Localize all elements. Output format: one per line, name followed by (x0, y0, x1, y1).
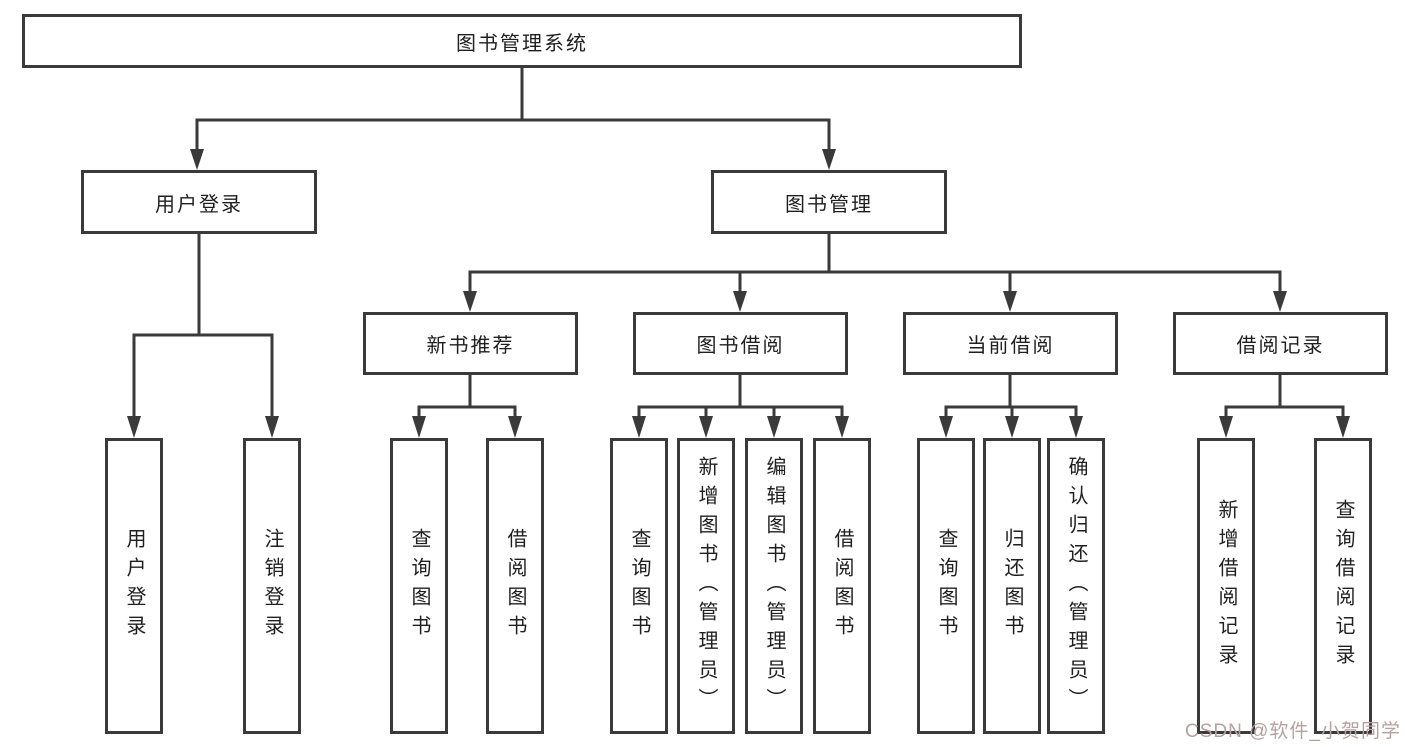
leaf-logout: 注销登录 (243, 438, 301, 734)
leaf-label: 查询图书 (935, 528, 957, 644)
node-label: 图书管理 (785, 193, 873, 216)
leaf-label: 编辑图书（管理员） (763, 455, 785, 717)
node-borrowing-records: 借阅记录 (1173, 312, 1388, 375)
node-new-book-recommendation: 新书推荐 (363, 312, 578, 375)
node-label: 当前借阅 (966, 335, 1055, 357)
leaf-borrow-books: 借阅图书 (813, 438, 871, 734)
node-label: 用户登录 (155, 193, 243, 216)
leaf-query-books-borrowing: 查询图书 (610, 438, 668, 734)
leaf-query-borrow-record: 查询借阅记录 (1314, 438, 1372, 734)
leaf-edit-book-admin: 编辑图书（管理员） (745, 438, 803, 734)
leaf-add-borrow-record: 新增借阅记录 (1197, 438, 1255, 734)
leaf-label: 新增图书（管理员） (695, 455, 717, 717)
node-label: 图书管理系统 (456, 32, 588, 55)
node-label: 借阅记录 (1236, 335, 1325, 357)
leaf-add-book-admin: 新增图书（管理员） (677, 438, 735, 734)
leaf-label: 新增借阅记录 (1215, 499, 1237, 673)
leaf-query-books-current: 查询图书 (917, 438, 975, 734)
node-book-borrowing: 图书借阅 (633, 312, 848, 375)
leaf-label: 归还图书 (1001, 528, 1023, 644)
node-user-login: 用户登录 (81, 170, 317, 234)
leaf-borrow-books-recommend: 借阅图书 (486, 438, 544, 734)
leaf-label: 借阅图书 (504, 528, 526, 644)
node-label: 图书借阅 (696, 335, 785, 357)
node-book-management: 图书管理 (711, 170, 947, 234)
leaf-user-login: 用户登录 (105, 438, 163, 734)
leaf-label: 用户登录 (123, 528, 145, 644)
leaf-label: 查询图书 (628, 528, 650, 644)
node-current-borrowing: 当前借阅 (903, 312, 1118, 375)
leaf-return-book: 归还图书 (983, 438, 1041, 734)
leaf-label: 查询借阅记录 (1332, 499, 1354, 673)
leaf-label: 确认归还（管理员） (1065, 455, 1087, 717)
node-library-management-system: 图书管理系统 (22, 14, 1022, 68)
leaf-label: 注销登录 (261, 528, 283, 644)
leaf-label: 借阅图书 (831, 528, 853, 644)
leaf-query-books-recommend: 查询图书 (390, 438, 448, 734)
leaf-confirm-return-admin: 确认归还（管理员） (1047, 438, 1105, 734)
watermark-text: CSDN @软件_小贺同学 (1185, 721, 1401, 742)
leaf-label: 查询图书 (408, 528, 430, 644)
node-label: 新书推荐 (426, 335, 515, 357)
